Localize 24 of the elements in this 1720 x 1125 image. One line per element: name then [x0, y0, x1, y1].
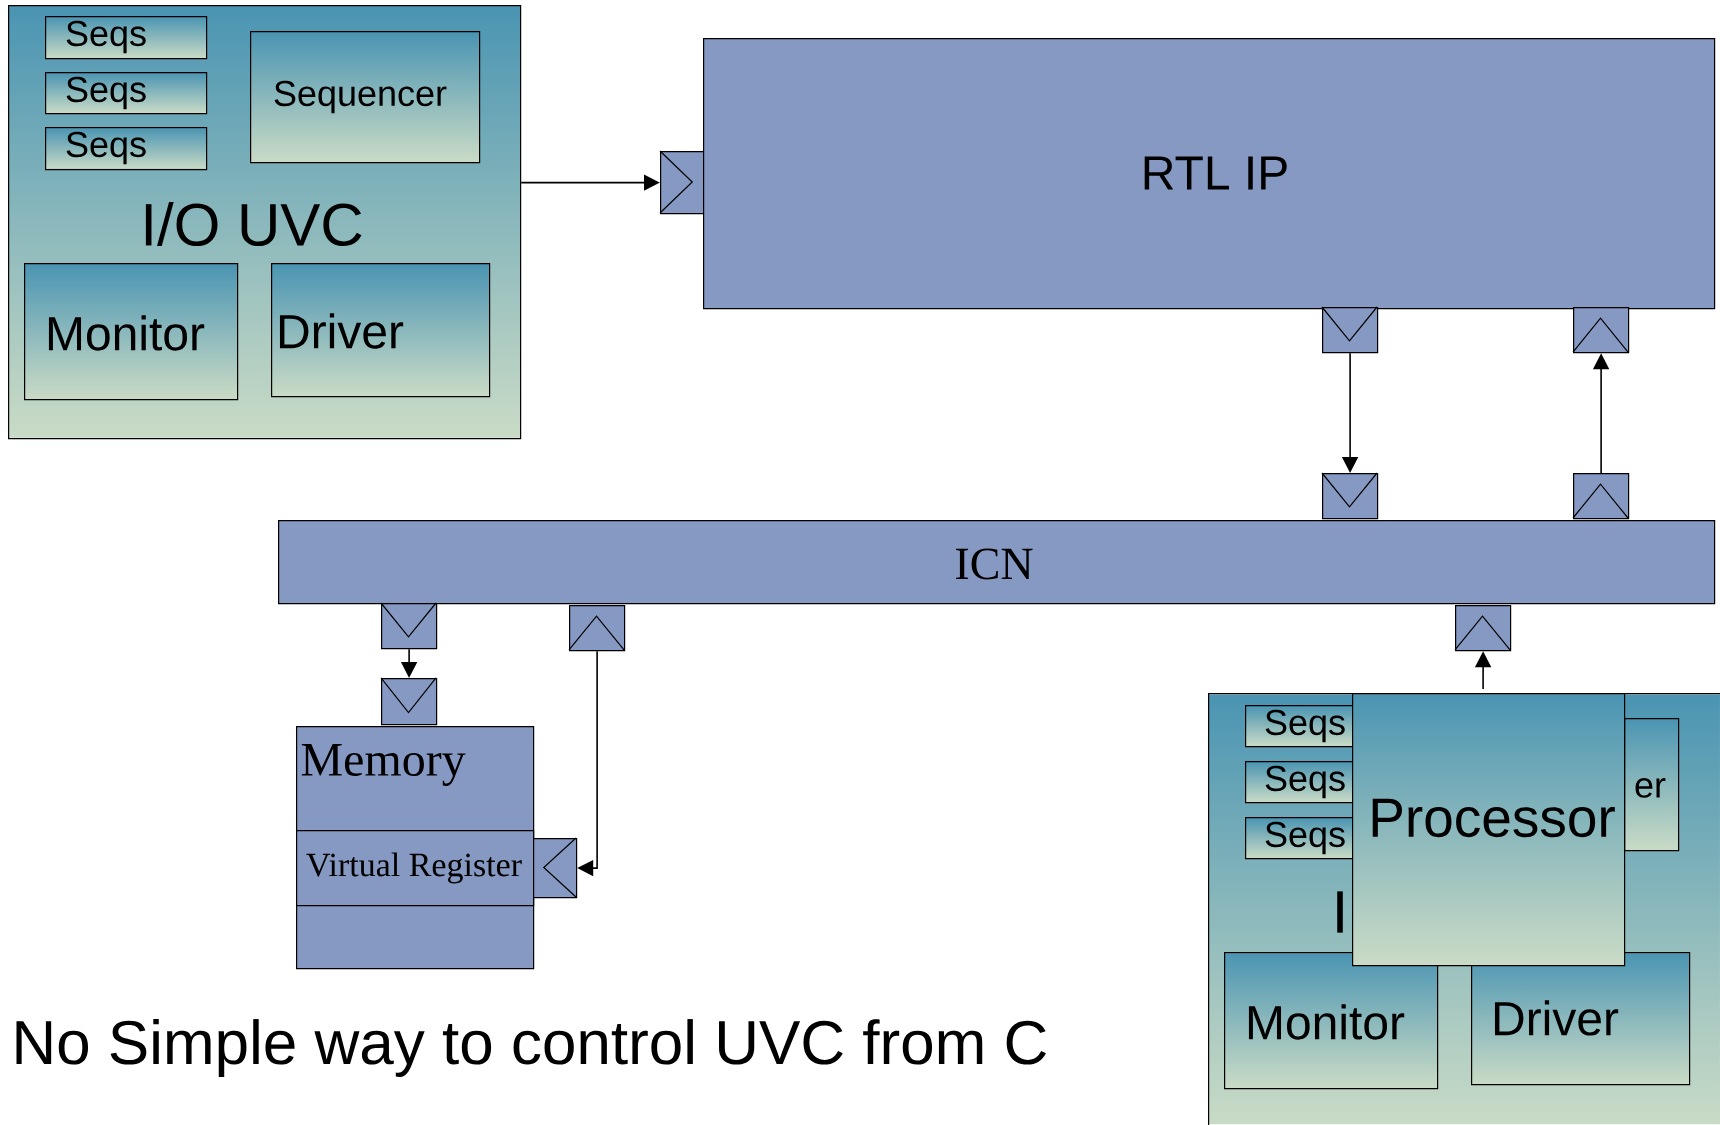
port-box: [380, 602, 438, 650]
monitor-box: Monitor: [1224, 952, 1439, 1090]
port-box: [1321, 306, 1379, 354]
port-box: [1572, 307, 1630, 354]
sequence-box: Seqs: [1245, 705, 1354, 748]
ip-block: RTL IP: [703, 38, 1716, 310]
sequence-box: Seqs: [45, 16, 208, 60]
sequencer-box: er: [1624, 718, 1680, 852]
monitor-box: Monitor: [24, 263, 239, 401]
caption-text: No Simple way to control UVC from C: [16, 1019, 1046, 1077]
port-box: [380, 677, 438, 726]
port-box: [659, 150, 705, 215]
sequence-box: Seqs: [45, 72, 208, 115]
port-box: [533, 837, 578, 899]
driver-box: Driver: [1471, 952, 1691, 1086]
port-box: [1454, 605, 1512, 652]
port-box: [568, 605, 626, 652]
port-box: [1572, 473, 1630, 520]
sequencer-box: Sequencer: [250, 31, 481, 164]
port-box: [1321, 472, 1379, 520]
sequence-box: Seqs: [1245, 761, 1354, 804]
sequence-box: Seqs: [1245, 817, 1354, 860]
sequence-box: Seqs: [45, 127, 208, 171]
driver-box: Driver: [271, 263, 491, 398]
